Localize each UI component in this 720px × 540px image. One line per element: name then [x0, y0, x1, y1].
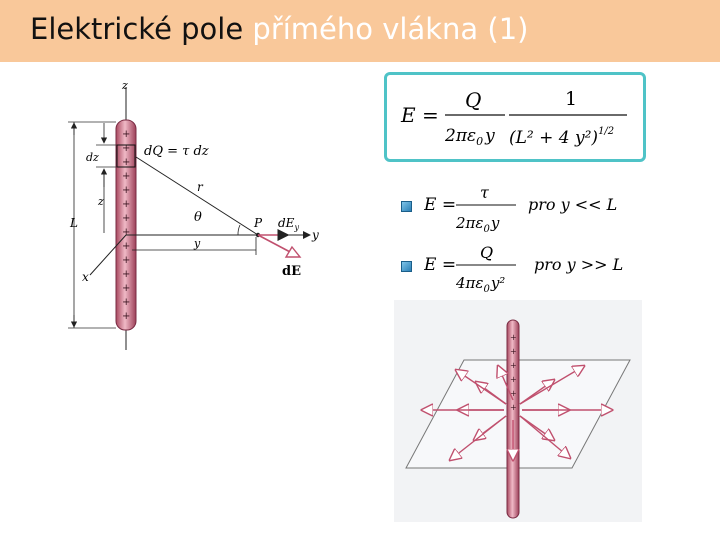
y-axis-label: y: [311, 228, 319, 242]
radial-field-figure: + + + + + +: [394, 300, 642, 522]
svg-text:+: +: [122, 171, 130, 182]
z-label: z: [97, 195, 104, 208]
svg-text:+: +: [510, 375, 517, 384]
approx-near-condition: pro y << L: [528, 195, 617, 214]
svg-text:+: +: [122, 255, 130, 266]
approximation-near: E = τ 2πε0y pro y << L: [424, 183, 617, 235]
bullet-icon: [401, 201, 412, 212]
approx-far-condition: pro y >> L: [534, 255, 623, 274]
main-formula-num2: 1: [565, 88, 577, 110]
y-distance-label: y: [193, 237, 201, 250]
approx-far-lhs: E =: [424, 255, 456, 275]
svg-text:+: +: [122, 283, 130, 294]
svg-text:+: +: [510, 389, 517, 398]
charge-element-label: dQ = τ dz: [144, 144, 209, 159]
radial-field-svg: + + + + + +: [405, 319, 631, 519]
dE-label: dE: [282, 264, 301, 279]
bullet-icon: [401, 261, 412, 272]
rod-diagram: z +++ +++ +++ +++ ++ dQ = τ dz dz z L r …: [68, 79, 319, 350]
title-accent: přímého vlákna (1): [252, 12, 529, 46]
svg-text:+: +: [122, 227, 130, 238]
svg-text:+: +: [510, 333, 517, 342]
rod-3d: [506, 319, 520, 519]
approx-far-den: 4πε0y²: [455, 274, 505, 295]
svg-text:+: +: [122, 185, 130, 196]
main-formula-den2: (L² + 4 y²)1/2: [509, 126, 614, 148]
z-axis-label: z: [121, 79, 128, 92]
title-bar: Elektrické pole přímého vlákna (1): [0, 0, 720, 62]
title-main: Elektrické pole: [30, 12, 244, 46]
svg-text:+: +: [510, 361, 517, 370]
approximation-far: E = Q 4πε0y² pro y >> L: [424, 243, 623, 295]
svg-text:+: +: [122, 311, 130, 322]
L-label: L: [69, 216, 78, 230]
svg-text:+: +: [510, 347, 517, 356]
charge-element: [116, 144, 136, 168]
svg-text:+: +: [122, 297, 130, 308]
x-axis-label: x: [82, 270, 89, 284]
svg-text:+: +: [122, 213, 130, 224]
approx-near-den: 2πε0y: [455, 214, 500, 235]
r-label: r: [197, 180, 204, 194]
main-formula-lhs: E =: [400, 103, 439, 127]
dz-label: dz: [86, 151, 99, 164]
dEy-label: dEy: [278, 216, 299, 232]
charged-rod: [115, 119, 137, 331]
svg-text:+: +: [122, 269, 130, 280]
field-arrows: [422, 366, 612, 460]
r-line: [135, 156, 259, 236]
main-formula-num1: Q: [465, 88, 481, 112]
approx-near-num: τ: [480, 183, 490, 202]
svg-text:+: +: [510, 403, 517, 412]
dE-vector: [257, 234, 293, 254]
svg-text:+: +: [122, 241, 130, 252]
svg-text:+: +: [122, 129, 130, 140]
approx-far-num: Q: [480, 243, 493, 262]
point-P-label: P: [253, 216, 263, 230]
svg-text:+: +: [122, 143, 130, 154]
approx-near-lhs: E =: [424, 195, 456, 215]
slide-title: Elektrické pole přímého vlákna (1): [30, 12, 528, 46]
rod-charges: + + + + + + + + + + + + + +: [122, 129, 130, 322]
svg-text:+: +: [122, 199, 130, 210]
theta-label: θ: [194, 210, 202, 225]
svg-text:+: +: [122, 157, 130, 168]
